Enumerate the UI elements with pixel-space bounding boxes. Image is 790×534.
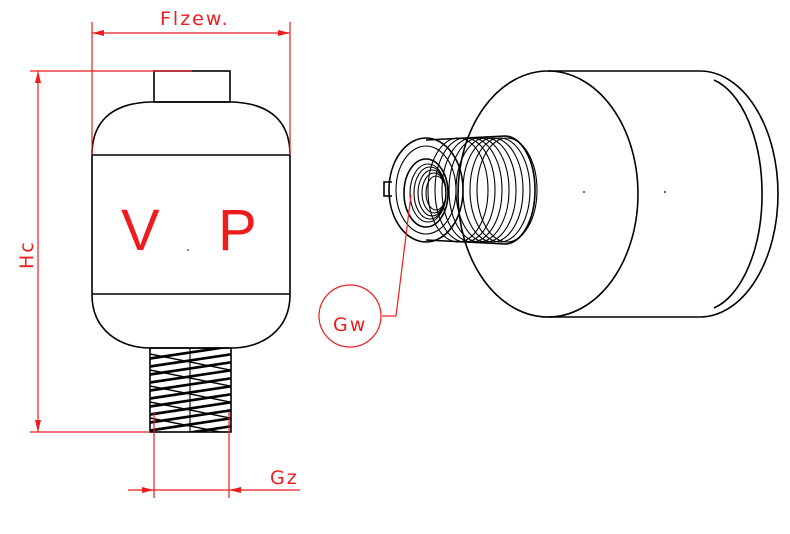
front-view: V P [91,70,291,433]
width-dimension: Flzew. [91,8,291,155]
pressure-mark: P [218,198,257,263]
height-dim-label: Hc [16,240,38,269]
bottom-thread-dimension: Gz [128,412,300,498]
width-dim-label: Flzew. [160,8,230,30]
threaded-nozzle [383,135,538,245]
cylinder-end-face [457,70,639,318]
cylinder-shell [548,70,779,318]
bottom-thread-label: Gz [270,467,299,489]
top-port [153,70,231,103]
inner-thread-callout: Gw [318,194,412,348]
inner-thread-label: Gw [333,314,367,336]
height-dimension: Hc [16,70,192,433]
isometric-view: Gw [318,70,779,348]
bottom-thread [149,347,232,433]
volume-mark: V [121,198,160,263]
